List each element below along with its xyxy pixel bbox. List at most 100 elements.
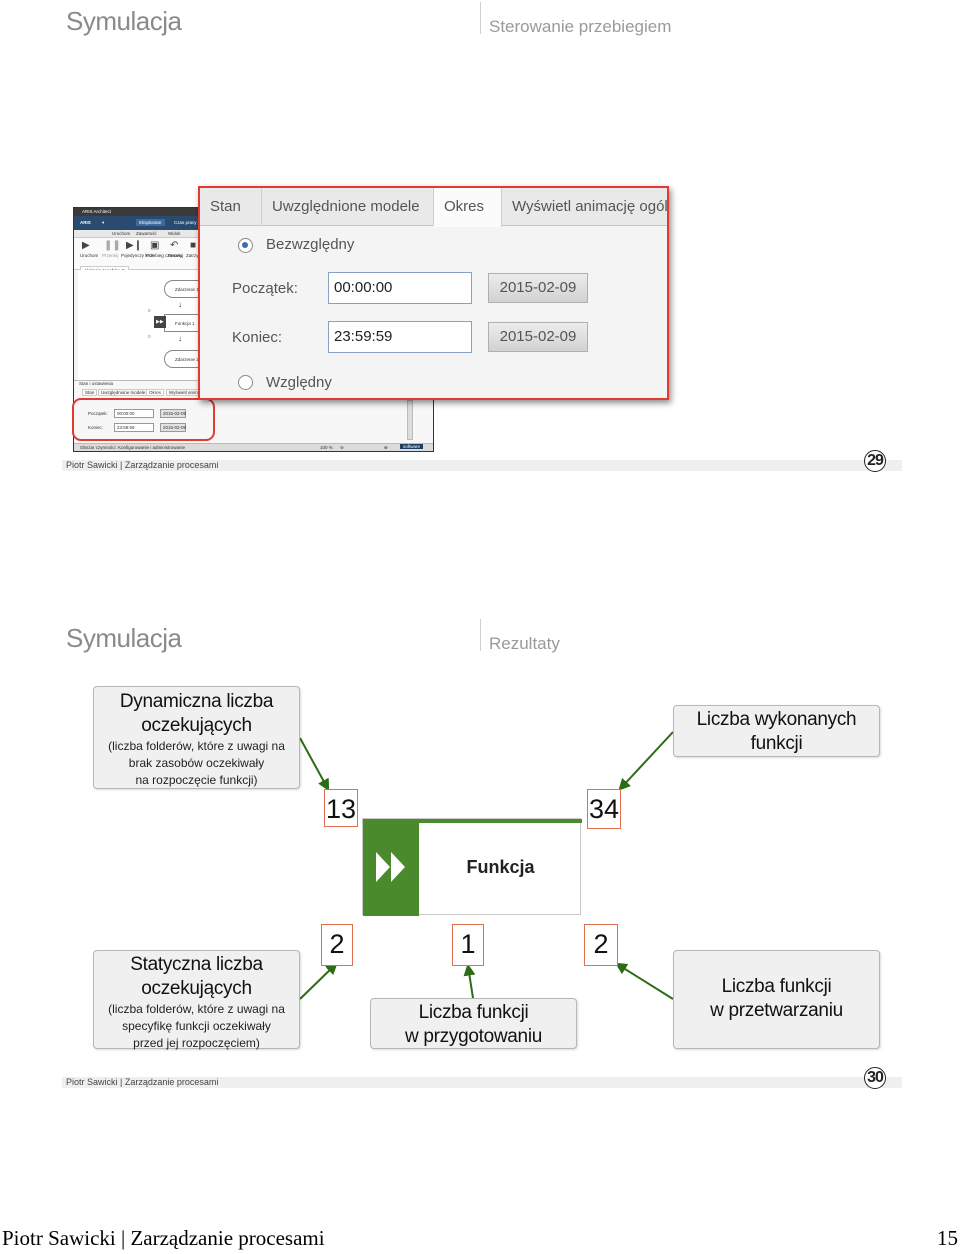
tab-included-models[interactable]: Uwzględnione modele (262, 188, 434, 226)
node-label: Zdarzenie 2 (175, 357, 199, 362)
stop-icon[interactable]: ■ (190, 240, 197, 251)
preparing-box: Liczba funkcji w przygotowaniu (370, 998, 577, 1049)
start-time-input[interactable]: 00:00:00 (114, 409, 154, 418)
run-button[interactable]: Uruchom (80, 253, 99, 258)
start-label: Początek: (88, 411, 108, 416)
page-footer: Piotr Sawicki | Zarządzanie procesami 15 (0, 1226, 960, 1252)
slide-title: Symulacja (66, 6, 182, 36)
end-time-input[interactable]: 23:59:59 (114, 423, 154, 432)
box-desc: specyfikę funkcji oczekiwały (122, 1019, 271, 1033)
reset-button[interactable]: Resetuj (168, 253, 184, 258)
start-time-input[interactable]: 00:00:00 (328, 272, 472, 304)
slide-footer-text: Piotr Sawicki | Zarządzanie procesami (66, 460, 219, 470)
box-desc: (liczba folderów, które z uwagi na (108, 739, 285, 753)
arrow-processing (614, 962, 674, 1000)
scrollbar[interactable] (407, 400, 413, 440)
box-desc: na rozpoczęcie funkcji) (135, 773, 258, 787)
function-node: Funkcja (362, 818, 582, 916)
panel-tab-state[interactable]: Stan (82, 389, 98, 396)
end-time-value: 23:59:59 (117, 425, 135, 430)
zoom-level: 100 % (320, 445, 333, 450)
page-footer-text: Piotr Sawicki | Zarządzanie procesami (2, 1226, 325, 1250)
timed-run-button[interactable]: Przebieg czasowy (146, 253, 183, 258)
start-label: Początek: (232, 280, 298, 297)
box-title: Liczba funkcji (418, 1002, 529, 1023)
zoomed-period-panel: Stan Uwzględnione modele Okres Wyświetl … (198, 186, 669, 400)
step-icon[interactable]: ▶❙ (126, 240, 143, 251)
tab-period[interactable]: Okres (434, 188, 502, 227)
status-bar: Obszar czynności: Konfigurowanie i admin… (74, 443, 433, 451)
slide-footer-text: Piotr Sawicki | Zarządzanie procesami (66, 1077, 219, 1087)
slide-subtitle: Sterowanie przebiegiem (489, 17, 672, 36)
executed-functions-box: Liczba wykonanych funkcji (673, 705, 880, 757)
node-label: Zdarzenie 1 (175, 287, 199, 292)
counter-processing: 2 (584, 924, 618, 966)
arrow-dynamic-waiting (299, 737, 330, 792)
box-title: w przygotowaniu (404, 1026, 543, 1047)
relative-label: Względny (266, 374, 332, 391)
single-step-button[interactable]: Pojedynczy krok (121, 253, 154, 258)
reset-icon[interactable]: ↶ (170, 240, 179, 251)
slide-footer-bar (62, 1077, 902, 1088)
page-number: 15 (937, 1226, 958, 1250)
app-menu[interactable]: ARIS (80, 220, 91, 225)
tab-working-time[interactable]: Czas pracy (174, 220, 197, 225)
box-title: Dynamiczna liczba (119, 691, 274, 712)
end-time-input[interactable]: 23:59:59 (328, 321, 472, 353)
end-date-button[interactable]: 2015-02-09 (160, 423, 186, 432)
counter-zero: 0 (148, 334, 151, 339)
title-separator (480, 619, 481, 651)
arrow-executed (618, 731, 674, 791)
counter-executed: 34 (587, 789, 621, 829)
panel-tabs: Stan Uwzględnione modele Okres Wyświetl … (200, 188, 667, 227)
pause-icon[interactable]: ❚❚ (104, 240, 121, 251)
start-date-button[interactable]: 2015-02-09 (160, 409, 186, 418)
counter-preparing: 1 (452, 924, 484, 966)
stop-button[interactable]: Zatrzym (186, 253, 203, 258)
end-label: Koniec: (88, 425, 104, 430)
processing-box: Liczba funkcji w przetwarzaniu (673, 950, 880, 1049)
tab-state[interactable]: Stan (200, 188, 262, 226)
tab-explorer[interactable]: Eksplorator (136, 219, 165, 226)
timed-run-icon[interactable]: ▣ (150, 240, 160, 251)
tab-show-animation[interactable]: Wyświetl animację ogól (502, 188, 667, 226)
function-label: Funkcja (466, 857, 535, 877)
box-title: Statyczna liczba (130, 954, 263, 975)
panel-tab-period[interactable]: Okres (146, 389, 165, 396)
slide-page-number: 29 (864, 450, 886, 472)
box-desc: brak zasobów oczekiwały (128, 756, 265, 770)
box-desc: przed jej rozpoczęciem) (133, 1036, 260, 1050)
absolute-label: Bezwzględny (266, 236, 355, 253)
status-text: Obszar czynności: Konfigurowanie i admin… (80, 445, 186, 450)
slide-page-number: 30 (864, 1067, 886, 1089)
title-separator (480, 2, 481, 34)
dynamic-waiting-box: Dynamiczna liczba oczekujących (liczba f… (93, 686, 300, 789)
zoom-minus-icon[interactable]: ⊖ (340, 445, 344, 450)
start-time-value: 00:00:00 (117, 411, 135, 416)
relative-radio[interactable] (238, 375, 253, 390)
arrow-static-waiting (299, 962, 338, 1000)
play-icon[interactable]: ▶ (82, 240, 90, 251)
subtab-view[interactable]: Widok (168, 231, 181, 236)
absolute-radio[interactable] (238, 238, 253, 253)
pause-button[interactable]: Przerwij (102, 253, 119, 258)
arrow-down-icon: ↓ (178, 300, 182, 309)
arrow-down-icon: ↓ (178, 334, 182, 343)
fast-forward-icon (376, 852, 405, 882)
end-date-value: 2015-02-09 (163, 425, 187, 430)
box-title: w przetwarzaniu (710, 1000, 843, 1021)
box-title: oczekujących (141, 715, 252, 736)
function-icon-panel (363, 819, 419, 916)
counter-dynamic-waiting: 13 (324, 789, 358, 827)
box-title: funkcji (750, 733, 803, 754)
end-date-button[interactable]: 2015-02-09 (488, 322, 588, 352)
window-title: ARIS Architect (82, 209, 112, 214)
subtab-content[interactable]: Zawartość (136, 231, 157, 236)
fast-forward-icon: ▶▶ (154, 316, 166, 328)
box-desc: (liczba folderów, które z uwagi na (108, 1002, 285, 1016)
subtab-run[interactable]: Uruchom (112, 231, 131, 236)
zoom-plus-icon[interactable]: ⊕ (384, 445, 388, 450)
start-date-button[interactable]: 2015-02-09 (488, 273, 588, 303)
counter-zero: 0 (148, 308, 151, 313)
